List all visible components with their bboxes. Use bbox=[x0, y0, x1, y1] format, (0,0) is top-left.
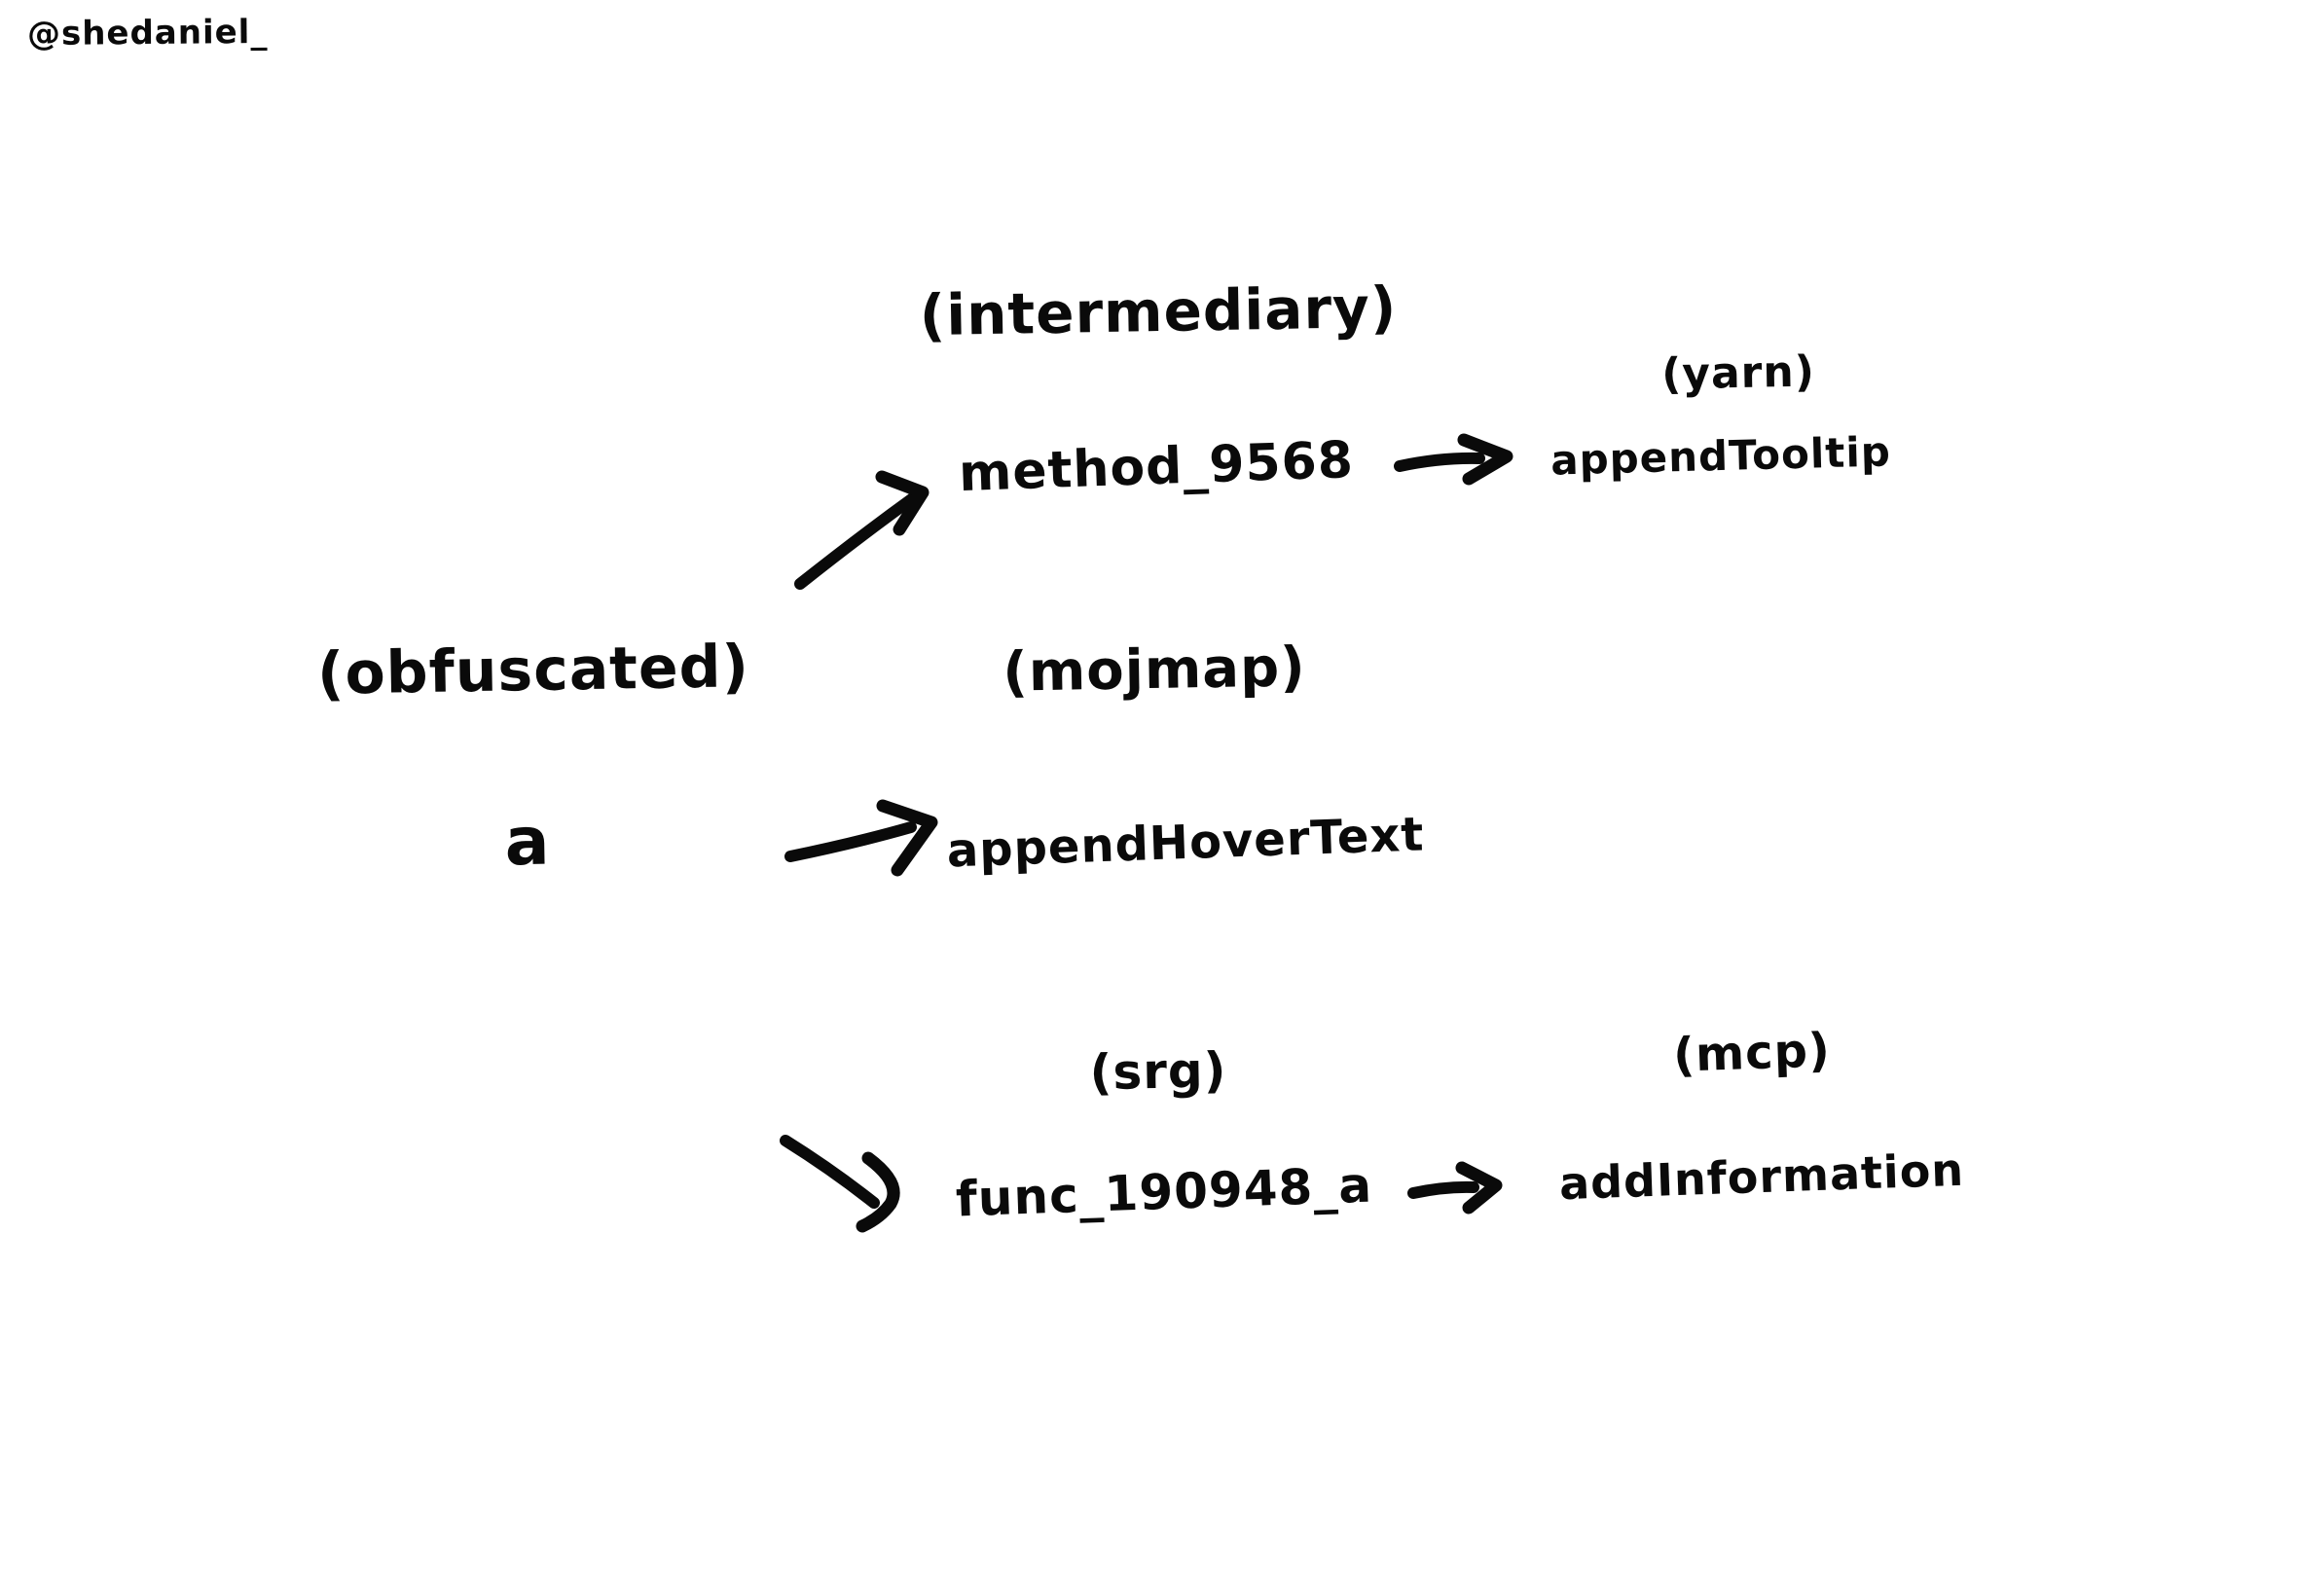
arrow-func_190948_a-to-addInformation bbox=[1407, 1161, 1503, 1215]
intermediary-mapping-label: (intermediary) bbox=[919, 273, 1398, 349]
mojmap-member-name: appendHoverText bbox=[945, 807, 1426, 879]
obfuscated-mapping-label: (obfuscated) bbox=[316, 633, 750, 708]
obfuscated-member-name: a bbox=[503, 803, 552, 882]
srg-mapping-label: (srg) bbox=[1089, 1041, 1227, 1102]
mcp-mapping-label: (mcp) bbox=[1672, 1023, 1832, 1083]
intermediary-member-name: method_9568 bbox=[958, 430, 1355, 504]
srg-member-name: func_190948_a bbox=[955, 1156, 1373, 1228]
arrow-a-to-func_190948_a bbox=[780, 1135, 900, 1233]
yarn-mapping-label: (yarn) bbox=[1660, 346, 1816, 400]
mojmap-mapping-label: (mojmap) bbox=[1002, 635, 1307, 705]
arrow-a-to-method_9568 bbox=[794, 470, 930, 590]
yarn-member-name: appendTooltip bbox=[1550, 427, 1892, 485]
watermark: @shedaniel_ bbox=[26, 12, 269, 54]
mcp-member-name: addInformation bbox=[1558, 1143, 1965, 1211]
arrow-a-to-appendHoverText bbox=[784, 799, 938, 877]
arrow-method_9568-to-appendTooltip bbox=[1394, 433, 1513, 486]
